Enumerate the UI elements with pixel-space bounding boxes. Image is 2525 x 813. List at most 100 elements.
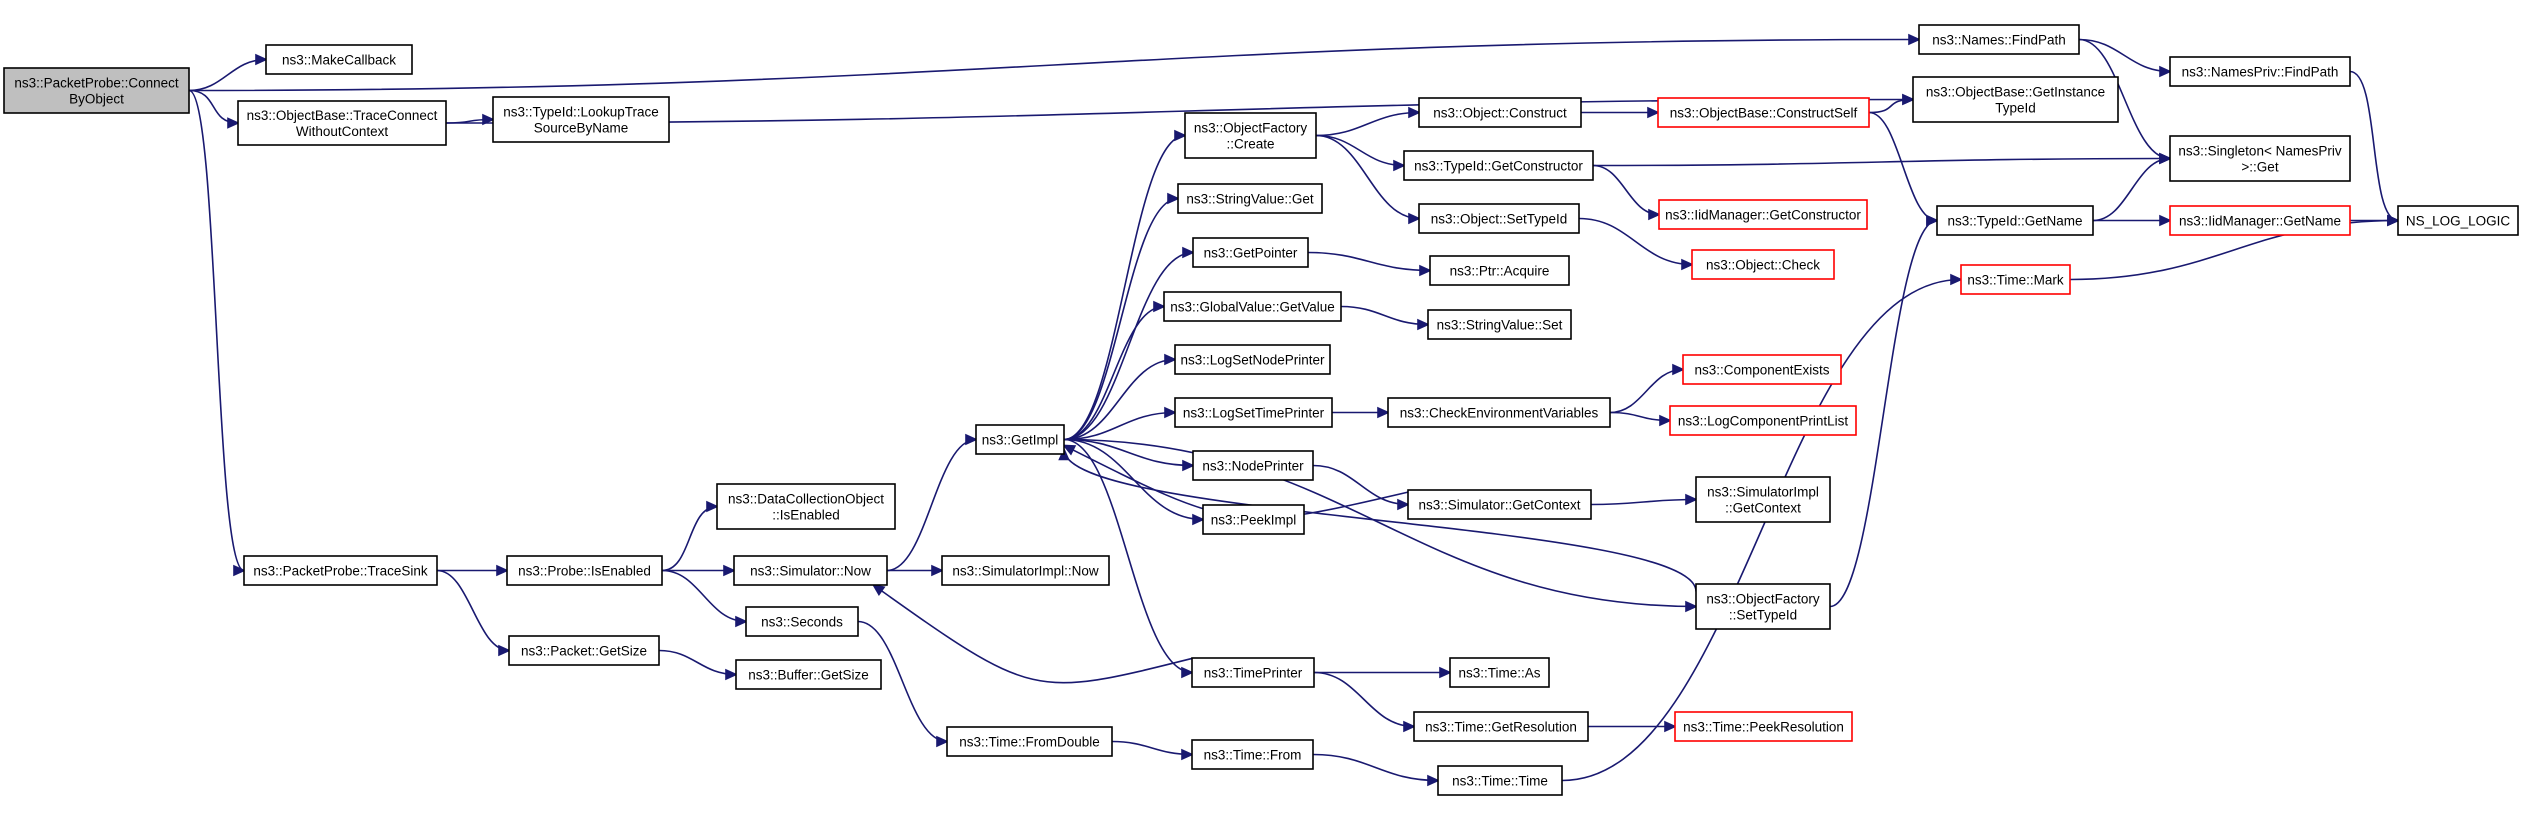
edge-line (1829, 219, 1938, 608)
node-strget[interactable]: ns3::StringValue::Get (1177, 183, 1323, 214)
node-nodeprinter[interactable]: ns3::NodePrinter (1192, 450, 1314, 481)
node-label: ns3::GetPointer (1204, 246, 1298, 261)
edge-arrowhead (871, 583, 886, 596)
node-seconds[interactable]: ns3::Seconds (745, 606, 859, 637)
node-objconstruct[interactable]: ns3::Object::Construct (1418, 97, 1582, 128)
node-strset[interactable]: ns3::StringValue::Set (1427, 309, 1572, 340)
node-box (1918, 24, 2080, 55)
node-label: TypeId (1995, 101, 2036, 116)
node-box (1695, 583, 1831, 630)
edge-line (2092, 157, 2171, 222)
node-tidgetctor[interactable]: ns3::TypeId::GetConstructor (1403, 150, 1594, 181)
edge-arrowhead (255, 53, 268, 66)
node-objcheck[interactable]: ns3::Object::Check (1691, 249, 1835, 280)
node-label: ns3::LogSetNodePrinter (1180, 353, 1325, 368)
node-bufsize[interactable]: ns3::Buffer::GetSize (735, 659, 882, 690)
edge-line (1063, 438, 1193, 674)
node-label: SourceByName (534, 121, 629, 136)
edge-tracesink-to-isenabled (436, 564, 509, 577)
node-timetime[interactable]: ns3::Time::Time (1437, 765, 1563, 796)
edge-objconstruct-to-constructself (1581, 106, 1660, 119)
node-timemark[interactable]: ns3::Time::Mark (1960, 264, 2071, 295)
edge-timefrom-to-timetime (1312, 753, 1440, 787)
edge-simnow-to-getimpl (886, 433, 978, 572)
node-box (1669, 405, 1857, 436)
edge-arrowhead (1167, 192, 1180, 205)
node-objsettid[interactable]: ns3::Object::SetTypeId (1418, 203, 1580, 234)
node-box (1184, 112, 1317, 159)
node-simnow[interactable]: ns3::Simulator::Now (733, 555, 888, 586)
node-label: ns3::GlobalValue::GetValue (1170, 300, 1335, 315)
edge-arrowhead (1164, 353, 1177, 366)
node-checkenv[interactable]: ns3::CheckEnvironmentVariables (1387, 397, 1611, 428)
node-compexists[interactable]: ns3::ComponentExists (1682, 354, 1842, 385)
node-simimplnow[interactable]: ns3::SimulatorImpl::Now (941, 555, 1110, 586)
node-tidgetname[interactable]: ns3::TypeId::GetName (1936, 205, 2094, 236)
edge-namesfind-to-namesprivfind (2078, 38, 2172, 78)
node-simgetctx[interactable]: ns3::Simulator::GetContext (1407, 489, 1592, 520)
node-ofcreate[interactable]: ns3::ObjectFactory::Create (1184, 112, 1317, 159)
edge-constructself-to-getinsttid (1868, 93, 1915, 114)
node-label: ns3::Time::As (1458, 666, 1540, 681)
edge-arrowhead (1681, 258, 1694, 271)
node-timegetres[interactable]: ns3::Time::GetResolution (1413, 711, 1589, 742)
node-nslog[interactable]: NS_LOG_LOGIC (2397, 205, 2519, 236)
node-dco[interactable]: ns3::DataCollectionObject::IsEnabled (716, 483, 896, 530)
node-timefrom[interactable]: ns3::Time::From (1191, 739, 1314, 770)
node-ptracquire[interactable]: ns3::Ptr::Acquire (1429, 255, 1570, 286)
node-fromdouble[interactable]: ns3::Time::FromDouble (946, 726, 1113, 757)
node-simimplctx[interactable]: ns3::SimulatorImpl::GetContext (1695, 476, 1831, 523)
node-label: ns3::ObjectFactory (1706, 592, 1820, 607)
node-timeas[interactable]: ns3::Time::As (1449, 657, 1550, 688)
node-label: ns3::PacketProbe::TraceSink (253, 564, 428, 579)
node-label: ns3::Singleton< NamesPriv (2178, 144, 2341, 159)
edge-line (1063, 449, 1697, 592)
node-namesfind[interactable]: ns3::Names::FindPath (1918, 24, 2080, 55)
edge-tidgetctor-to-singleton (1592, 152, 2172, 167)
node-label: ns3::TypeId::GetName (1947, 214, 2082, 229)
edge-arrowhead (1427, 774, 1440, 787)
edge-getptr-to-ptracquire (1307, 251, 1432, 277)
node-tracesink[interactable]: ns3::PacketProbe::TraceSink (243, 555, 438, 586)
edge-line (2349, 70, 2399, 222)
edge-line (886, 438, 977, 572)
edge-line (2078, 38, 2171, 73)
edge-getimpl-to-ofsettid (1063, 438, 1698, 613)
node-ofsettid[interactable]: ns3::ObjectFactory::SetTypeId (1695, 583, 1831, 630)
node-makecb[interactable]: ns3::MakeCallback (265, 44, 413, 75)
edge-arrowhead (1647, 106, 1660, 119)
node-tracecon[interactable]: ns3::ObjectBase::TraceConnectWithoutCont… (237, 100, 447, 146)
node-peekres[interactable]: ns3::Time::PeekResolution (1674, 711, 1853, 742)
edge-getimpl-to-logtime (1063, 406, 1177, 441)
node-lognode[interactable]: ns3::LogSetNodePrinter (1174, 344, 1331, 375)
node-gvget[interactable]: ns3::GlobalValue::GetValue (1163, 291, 1342, 322)
edge-ofsettid-to-getimpl (1058, 447, 1697, 592)
node-box (1191, 739, 1314, 770)
node-logtime[interactable]: ns3::LogSetTimePrinter (1174, 397, 1333, 428)
edge-logtime-to-checkenv (1332, 406, 1390, 419)
node-namesprivfind[interactable]: ns3::NamesPriv::FindPath (2169, 56, 2351, 87)
node-getimpl[interactable]: ns3::GetImpl (975, 424, 1065, 455)
node-iidctor[interactable]: ns3::IidManager::GetConstructor (1658, 199, 1868, 230)
node-getptr[interactable]: ns3::GetPointer (1192, 237, 1309, 268)
node-label: ns3::StringValue::Set (1437, 318, 1563, 333)
node-logcomplist[interactable]: ns3::LogComponentPrintList (1669, 405, 1857, 436)
node-iidgetname[interactable]: ns3::IidManager::GetName (2169, 205, 2351, 236)
node-box (1174, 397, 1333, 428)
node-isenabled[interactable]: ns3::Probe::IsEnabled (506, 555, 663, 586)
edge-line (1561, 278, 1962, 782)
edge-constructself-to-tidgetname (1868, 111, 1939, 227)
node-peekimpl[interactable]: ns3::PeekImpl (1202, 504, 1305, 535)
node-pktsize[interactable]: ns3::Packet::GetSize (508, 635, 660, 666)
node-timeprinter[interactable]: ns3::TimePrinter (1191, 657, 1315, 688)
edge-arrowhead (1926, 214, 1939, 227)
node-singleton[interactable]: ns3::Singleton< NamesPriv >::Get (2169, 135, 2351, 182)
node-constructself[interactable]: ns3::ObjectBase::ConstructSelf (1657, 97, 1870, 128)
node-box (1403, 150, 1594, 181)
node-box (1936, 205, 2094, 236)
node-label: ns3::Time::PeekResolution (1683, 720, 1844, 735)
edge-line (1111, 740, 1193, 756)
